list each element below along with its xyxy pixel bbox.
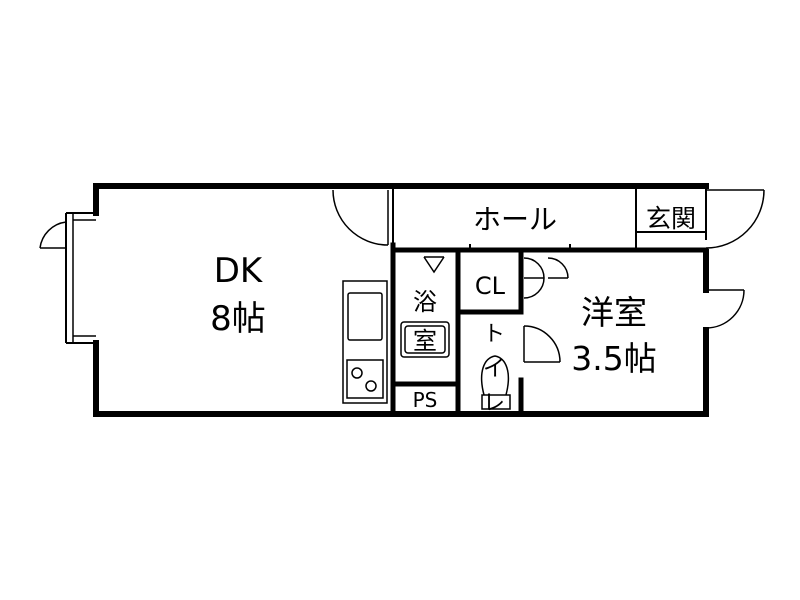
- bedroom-size-label: 3.5帖: [571, 339, 656, 378]
- ps-label: PS: [413, 388, 438, 412]
- closet-doors: [523, 257, 569, 299]
- bath-label-bottom: 室: [413, 327, 437, 355]
- toilet-bowl: [480, 355, 511, 410]
- bedroom-door-right: [705, 289, 745, 329]
- dk-label: DK: [214, 251, 264, 291]
- closet-label: CL: [475, 272, 506, 300]
- entrance-label: 玄関: [646, 204, 696, 233]
- bedroom-label: 洋室: [581, 293, 647, 332]
- interior-walls: [390, 242, 709, 417]
- thin-walls: [392, 186, 706, 250]
- balcony-door-swing: [39, 221, 67, 249]
- kitchen-counter: [342, 280, 388, 404]
- toilet-label-mid: イ: [483, 357, 505, 382]
- hall-label: ホール: [473, 203, 557, 236]
- bathtub: [400, 321, 450, 358]
- left-window: [65, 212, 96, 344]
- dk-size-label: 8帖: [210, 299, 266, 339]
- toilet-label-top: ト: [483, 322, 505, 347]
- bath-label-top: 浴: [413, 288, 437, 316]
- toilet-door: [523, 325, 561, 363]
- bath-door: [423, 256, 445, 274]
- exterior-walls: [93, 183, 709, 417]
- entrance-door: [705, 189, 765, 249]
- toilet-label-bottom: レ: [483, 391, 505, 416]
- dk-door: [332, 189, 389, 246]
